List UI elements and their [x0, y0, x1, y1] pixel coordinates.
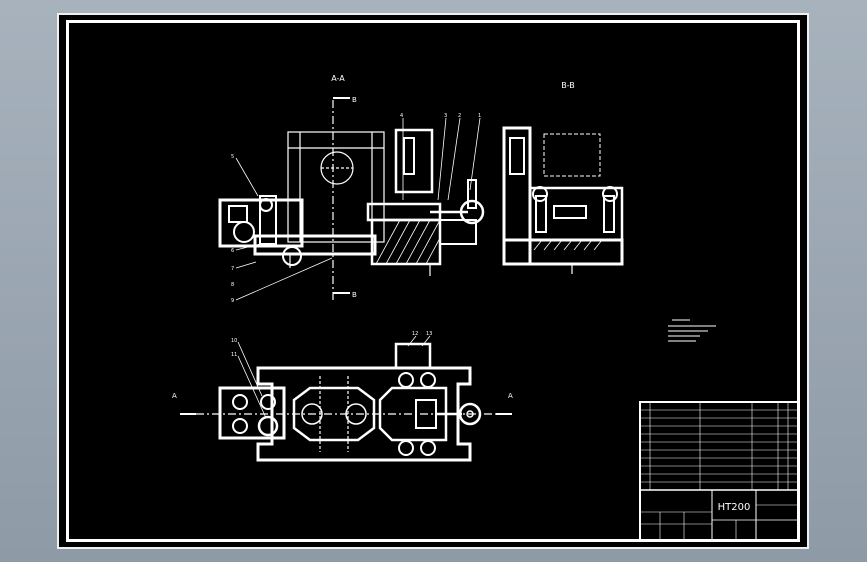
- parts-list: [640, 402, 798, 491]
- aa-right-clamp: [366, 202, 442, 222]
- part-number: 7: [231, 266, 234, 272]
- technical-notes: [668, 319, 716, 342]
- part-number: 10: [231, 338, 237, 344]
- part-number: 3: [444, 113, 447, 119]
- part-number: 8: [231, 282, 234, 288]
- part-number: 5: [231, 154, 234, 160]
- bb-hidden-part: [543, 133, 601, 177]
- section-aa-view: [218, 97, 485, 301]
- part-number: 6: [231, 248, 234, 254]
- drawing-border: [66, 20, 800, 542]
- cut-mark-a-left: A: [172, 392, 177, 400]
- part-number: 9: [231, 298, 234, 304]
- section-bb-view: [502, 126, 624, 274]
- section-aa-label: A-A: [331, 74, 345, 83]
- part-number: 13: [426, 331, 432, 337]
- bb-left-column: [502, 126, 532, 266]
- bb-clamp: [528, 186, 624, 242]
- part-number: 11: [231, 352, 237, 358]
- section-bb-label: B-B: [561, 81, 575, 90]
- material-label: HT200: [718, 502, 751, 513]
- plan-left-block: [218, 386, 286, 440]
- plan-handle-knob: [458, 402, 482, 426]
- plan-body: [256, 366, 472, 462]
- aa-body: [287, 131, 385, 243]
- title-block-frame: [639, 401, 799, 541]
- cut-mark-a-right: A: [508, 392, 513, 400]
- cut-mark-b-bottom: B: [352, 291, 357, 299]
- plan-center-pocket: [292, 386, 376, 442]
- plan-view: [180, 335, 512, 462]
- part-number: 2: [458, 113, 461, 119]
- title-block: [639, 401, 799, 541]
- part-number: 12: [412, 331, 418, 337]
- cut-mark-b-top: B: [352, 96, 357, 104]
- part-number: 1: [478, 113, 481, 119]
- bb-base: [502, 238, 624, 266]
- aa-handle-knob: [459, 199, 485, 225]
- part-number: 4: [400, 113, 403, 119]
